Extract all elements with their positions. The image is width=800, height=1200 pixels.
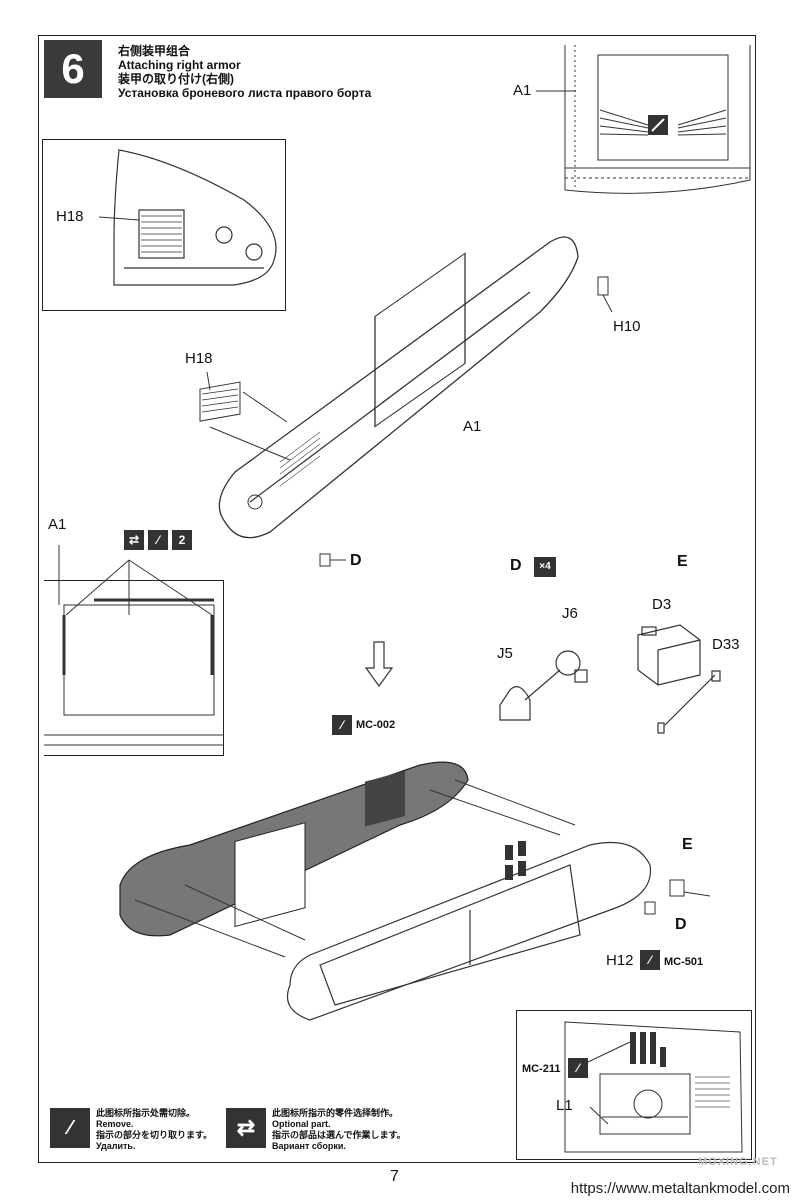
callout-h18-main: H18 [185,350,213,367]
legend-cut-zh: 此图标所指示处需切除。 [96,1108,196,1118]
part-h18-drawing [199,371,291,461]
callout-d-hull: D [675,916,687,933]
callout-h18-inset: H18 [56,208,84,225]
mc002-cut-icon: ⁄ [332,715,352,735]
legend-cut-ja: 指示の部分を切り取ります。 [96,1130,213,1140]
callout-j5: J5 [497,645,513,662]
label-mc002: MC-002 [356,719,396,731]
callout-d-sub: D [510,557,522,574]
callout-e-hull: E [682,836,693,853]
quantity-x4-badge: ×4 [534,557,556,577]
top-right-detail-drawing [564,45,751,194]
title-ja: 装甲の取り付け(右側) [118,72,234,86]
watermark: MOXING.NET [698,1156,778,1168]
inset-h18-drawing [98,149,277,286]
step-titles: 右侧装甲组合 Attaching right armor 装甲の取り付け(右側)… [118,44,371,100]
callout-h12: H12 [606,952,634,969]
label-mc501: MC-501 [664,956,704,968]
quantity-badge: 2 [172,530,192,550]
legend-optional-ru: Вариант сборки. [272,1141,346,1151]
legend-cut-icon: ⁄ [50,1108,90,1148]
mc211-cut-icon: ⁄ [568,1058,588,1078]
callout-d-main: D [350,552,362,569]
mc501-cut-icon: ⁄ [640,950,660,970]
callout-e-sub: E [677,553,688,570]
optional-part-icon: ⇄ [124,530,144,550]
legend-optional-en: Optional part. [272,1119,331,1129]
part-h10-drawing [597,276,613,313]
title-zh: 右侧装甲组合 [118,44,191,58]
inset-bottom-right-drawing [564,1021,743,1153]
callout-d3: D3 [652,596,672,613]
sub-assembly-e-drawing [637,624,721,734]
legend-cut-en: Remove. [96,1119,134,1129]
legend-optional-zh: 此图标所指示的零件选择制作。 [272,1108,399,1118]
legend-optional-ja: 指示の部品は選んで作業します。 [272,1130,406,1140]
hull-attachment-parts-drawing [644,879,711,915]
callout-j6: J6 [562,605,578,622]
callout-a1-top: A1 [513,82,532,99]
part-d-small-drawing [319,553,346,567]
callout-d33: D33 [712,636,740,653]
left-a1-detail-drawing [44,545,224,746]
callout-h10: H10 [613,318,641,335]
legend-optional-text: 此图标所指示的零件选择制作。 Optional part. 指示の部品は選んで作… [272,1108,406,1152]
page-number: 7 [390,1168,399,1185]
callout-l1: L1 [556,1097,573,1114]
legend-optional-icon: ⇄ [226,1108,266,1148]
leader-a1-top [536,90,576,92]
legend-cut-text: 此图标所指示处需切除。 Remove. 指示の部分を切り取ります。 Удалит… [96,1108,212,1152]
main-hull-assembly-drawing [119,761,652,1021]
title-ru: Установка броневого листа правого борта [118,86,372,100]
page-frame [38,35,756,1163]
armor-plate-a1-drawing [218,236,579,539]
cut-icon: ⁄ [148,530,168,550]
label-mc211: MC-211 [522,1063,561,1075]
title-en: Attaching right armor [118,58,241,72]
sub-assembly-d-drawing [499,650,588,721]
step-number-badge: 6 [44,40,102,98]
callout-a1-left: A1 [48,516,67,533]
left-a1-detail-box [44,580,224,756]
down-arrow-icon [364,641,394,688]
footer-url[interactable]: https://www.metaltankmodel.com [570,1180,790,1197]
legend-cut-ru: Удалить. [96,1141,136,1151]
callout-a1-main: A1 [463,418,482,435]
